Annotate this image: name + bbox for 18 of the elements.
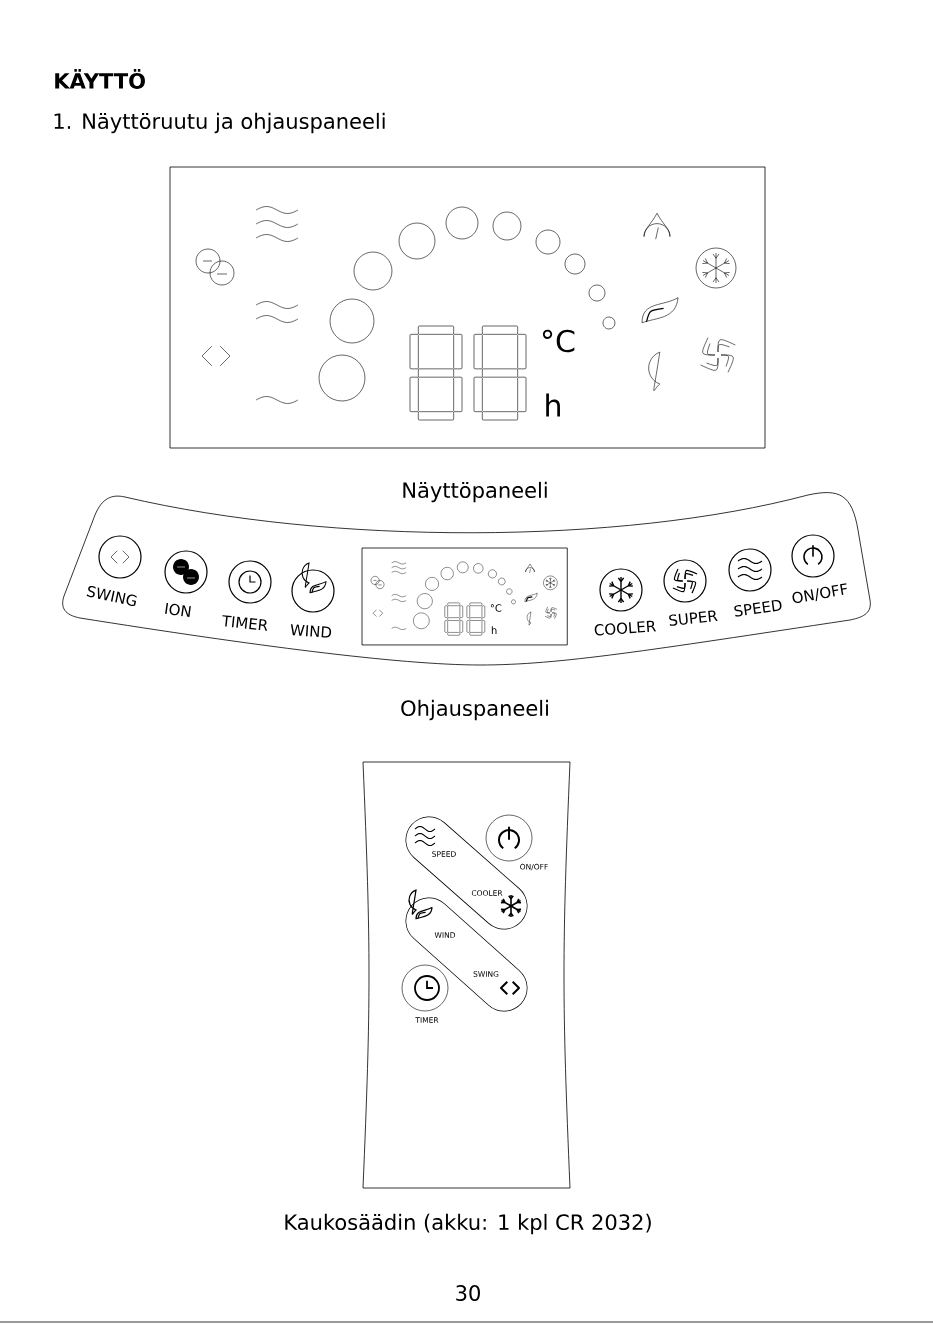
button-label: SWING: [86, 585, 137, 606]
hour-unit: h: [546, 393, 560, 417]
subheading: 1. Näyttöruutu ja ohjauspaneeli: [54, 112, 385, 134]
panel-caption: Ohjauspaneeli: [401, 699, 548, 721]
remote-caption: Kaukosäädin (akku: 1 kpl CR 2032): [285, 1213, 651, 1235]
button-label: SPEED: [734, 600, 782, 617]
page-number: 30: [456, 1285, 480, 1301]
button-label: TIMER: [222, 615, 268, 631]
heading: KÄYTTÖ: [55, 69, 145, 89]
panel-caption: Näyttöpaneeli: [403, 481, 547, 503]
button-label: ION: [165, 602, 191, 618]
hour-unit: h: [491, 626, 497, 634]
button-label: WIND: [290, 624, 332, 638]
button-label: COOLER: [594, 620, 657, 636]
temperature-unit: °C: [542, 329, 575, 353]
temperature-unit: °C: [490, 604, 502, 612]
button-label: ON/OFF: [792, 583, 847, 604]
button-label: SUPER: [669, 610, 718, 626]
